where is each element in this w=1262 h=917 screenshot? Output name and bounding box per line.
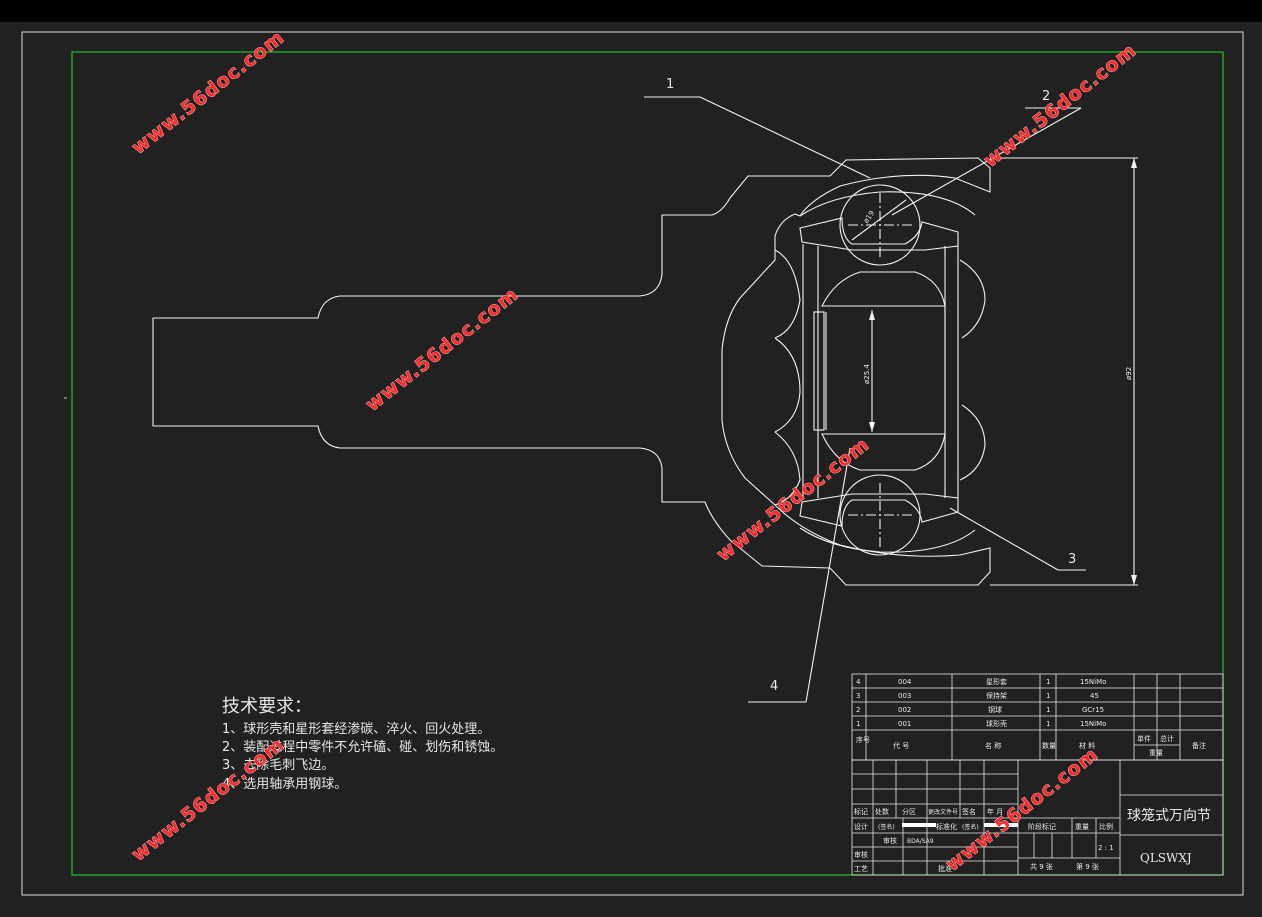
svg-text:共 9 张: 共 9 张 xyxy=(1030,862,1053,871)
watermark-text: www.56doc.com xyxy=(128,733,289,866)
drawing-canvas: ø19 ø25.4 ø92 1 2 3 4 技术要求： 1、球形壳和星形套经 xyxy=(0,22,1262,917)
balloon-3: 3 xyxy=(1068,552,1076,567)
svg-text:1: 1 xyxy=(1046,678,1050,686)
svg-text:比例: 比例 xyxy=(1099,822,1113,831)
cage-windows xyxy=(774,249,986,506)
balloon-1: 1 xyxy=(666,77,674,92)
svg-text:签名: 签名 xyxy=(962,807,976,816)
balloon-4: 4 xyxy=(770,679,778,694)
svg-text:2: 2 xyxy=(856,706,860,714)
tech-requirements: 技术要求： 1、球形壳和星形套经渗碳、淬火、回火处理。 2、装配过程中零件不允许… xyxy=(222,696,503,792)
svg-text:标记: 标记 xyxy=(854,807,868,816)
outer-dia-label: ø92 xyxy=(1125,367,1133,380)
drawing-name: 球笼式万向节 xyxy=(1127,807,1211,824)
svg-text:1: 1 xyxy=(856,720,860,728)
svg-text:1: 1 xyxy=(1046,692,1050,700)
tech-req-item: 2、装配过程中零件不允许磕、碰、划伤和锈蚀。 xyxy=(222,739,503,755)
svg-text:批准: 批准 xyxy=(938,864,952,873)
svg-text:001: 001 xyxy=(898,720,911,728)
watermark-text: www.56doc.com xyxy=(980,39,1141,172)
svg-text:阶段标记: 阶段标记 xyxy=(1028,822,1056,831)
svg-text:002: 002 xyxy=(898,706,911,714)
bom-row: 4 004 星形套 1 15NiMo xyxy=(856,677,1106,686)
svg-text:处数: 处数 xyxy=(875,807,889,816)
housing-section xyxy=(152,157,991,586)
svg-text:球形壳: 球形壳 xyxy=(986,719,1007,728)
svg-text:审核: 审核 xyxy=(883,836,897,845)
outer-border xyxy=(21,31,1244,896)
drawing-code: QLSWXJ xyxy=(1140,851,1192,865)
title-block-grid xyxy=(851,759,1224,876)
leader-2: 2 xyxy=(891,89,1082,216)
dim-ball: ø19 xyxy=(851,199,907,241)
ball-dia-label: ø19 xyxy=(862,209,876,224)
svg-text:总计: 总计 xyxy=(1160,734,1174,743)
inner-frame xyxy=(71,51,1224,876)
svg-text:4: 4 xyxy=(856,678,861,686)
tech-req-item: 1、球形壳和星形套经渗碳、淬火、回火处理。 xyxy=(222,721,490,737)
svg-text:更改文件号: 更改文件号 xyxy=(928,808,958,816)
svg-text:标准化: 标准化 xyxy=(936,822,957,831)
svg-text:单件: 单件 xyxy=(1137,734,1151,743)
ball-lower xyxy=(839,474,921,556)
bom-row: 1 001 球形壳 1 15NiMo xyxy=(856,719,1106,728)
svg-text:数量: 数量 xyxy=(1042,741,1056,750)
balloon-2: 2 xyxy=(1042,89,1050,104)
tech-req-item: 3、去除毛刺飞边。 xyxy=(222,758,334,773)
dim-outer: ø92 xyxy=(990,157,1138,586)
svg-text:003: 003 xyxy=(898,692,911,700)
watermark-text: www.56doc.com xyxy=(128,26,289,159)
svg-text:保持架: 保持架 xyxy=(986,691,1007,700)
svg-text:45: 45 xyxy=(1090,692,1099,700)
svg-text:年 月: 年 月 xyxy=(987,807,1003,816)
leader-4: 4 xyxy=(748,447,851,703)
bore-dia-label: ø25.4 xyxy=(863,364,871,384)
tech-req-item: 4、选用轴承用钢球。 xyxy=(222,777,347,792)
leader-1: 1 xyxy=(644,77,871,179)
svg-text:GCr15: GCr15 xyxy=(1082,706,1104,714)
svg-text:工艺: 工艺 xyxy=(854,865,868,873)
svg-text:15NiMo: 15NiMo xyxy=(1080,720,1106,728)
top-bar xyxy=(0,0,1262,22)
leader-3: 3 xyxy=(949,507,1086,571)
bom-header: 序号 代 号 名 称 数量 材 料 单件 总计 重量 备注 xyxy=(856,734,1206,757)
svg-text:序号: 序号 xyxy=(856,735,870,744)
inner-race xyxy=(813,271,946,471)
tech-req-title: 技术要求： xyxy=(222,696,312,717)
svg-text:3: 3 xyxy=(856,692,860,700)
svg-text:(签名): (签名) xyxy=(962,823,979,831)
parts-list-text: 4 004 星形套 1 15NiMo 3 003 保持架 1 45 2 002 … xyxy=(856,677,1206,757)
dim-bore: ø25.4 xyxy=(863,310,875,432)
svg-text:设计: 设计 xyxy=(854,822,868,831)
svg-text:1: 1 xyxy=(1046,720,1050,728)
svg-text:分区: 分区 xyxy=(902,807,916,816)
bom-row: 2 002 钢球 1 GCr15 xyxy=(856,705,1104,714)
svg-text:1: 1 xyxy=(1046,706,1050,714)
watermark-text: www.56doc.com xyxy=(362,283,523,416)
svg-text:重量: 重量 xyxy=(1149,749,1163,757)
svg-text:2 : 1: 2 : 1 xyxy=(1098,844,1114,852)
cad-drawing: ø19 ø25.4 ø92 1 2 3 4 技术要求： 1、球形壳和星形套经 xyxy=(21,26,1244,896)
svg-text:备注: 备注 xyxy=(1192,741,1206,750)
svg-text:代 号: 代 号 xyxy=(893,741,909,750)
bom-row: 3 003 保持架 1 45 xyxy=(856,691,1099,700)
title-block-text: 标记 处数 分区 更改文件号 签名 年 月 设计 (签名) 标准化 (签名) 阶… xyxy=(854,807,1211,873)
svg-text:名 称: 名 称 xyxy=(985,741,1001,750)
svg-text:审核: 审核 xyxy=(854,850,868,859)
svg-text:星形套: 星形套 xyxy=(986,677,1007,686)
svg-text:重量: 重量 xyxy=(1075,823,1089,831)
svg-text:004: 004 xyxy=(898,678,912,686)
svg-text:(签名): (签名) xyxy=(878,823,895,831)
svg-text:材 料: 材 料 xyxy=(1079,741,1095,750)
signature-bar xyxy=(984,823,1018,827)
signature-bar xyxy=(902,823,936,827)
svg-text:第 9 张: 第 9 张 xyxy=(1076,862,1099,871)
svg-text:15NiMo: 15NiMo xyxy=(1080,678,1106,686)
svg-text:BDA/SA9: BDA/SA9 xyxy=(907,838,934,845)
ball-upper xyxy=(839,184,921,266)
svg-text:钢球: 钢球 xyxy=(988,705,1002,714)
